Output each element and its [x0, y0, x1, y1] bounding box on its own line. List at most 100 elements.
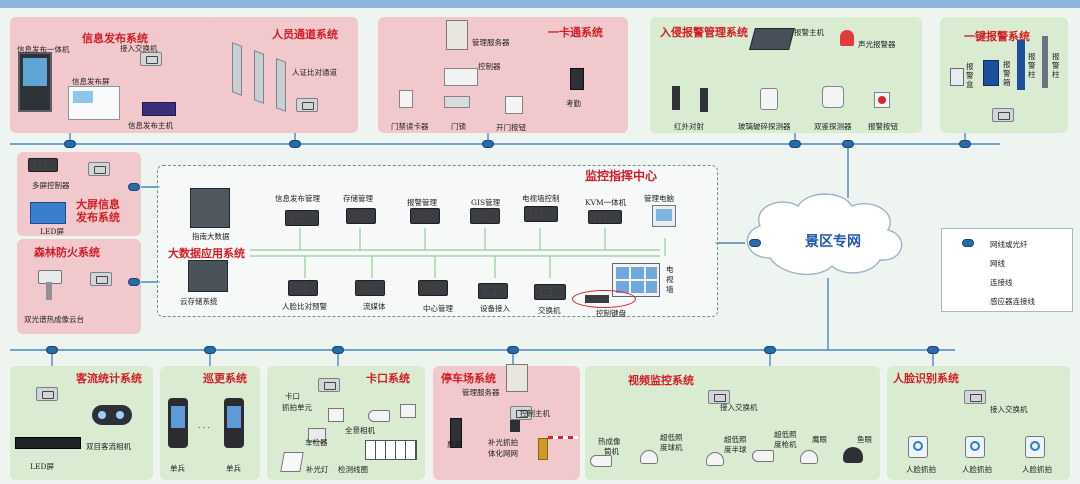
parking-server-label: 管理服务器	[462, 388, 500, 397]
gis-server-icon	[470, 208, 500, 224]
legend-node-icon	[962, 239, 974, 247]
bigdata-system-title: 大数据应用系统	[168, 247, 245, 260]
parking-capture-label-1: 补光抓拍	[488, 438, 518, 447]
streaming-label: 流媒体	[363, 302, 386, 311]
info-kiosk-icon	[18, 52, 52, 112]
alarm-cabinet-icon	[983, 60, 999, 86]
network-node-icon	[789, 140, 801, 148]
cloud-storage-icon	[188, 260, 228, 292]
multi-screen-controller-icon	[28, 158, 58, 172]
lowlight-bullet-label-2: 度枪机	[774, 440, 797, 449]
face-switch-label: 接入交换机	[990, 405, 1028, 414]
alarm-cabinet-label: 报警箱	[1003, 60, 1011, 87]
device-access-server-icon	[478, 283, 508, 299]
fisheye-camera-icon	[843, 447, 863, 463]
face-camera-icon	[1025, 436, 1045, 458]
patrol-handheld-icon	[224, 398, 244, 448]
gate-post-icon	[276, 58, 286, 112]
led-screen-icon	[30, 202, 66, 224]
glass-break-detector-icon	[760, 88, 778, 110]
video-switch-icon	[708, 390, 730, 404]
face-camera-icon	[908, 436, 928, 458]
network-node-icon	[764, 346, 776, 354]
info-screen-icon	[68, 86, 120, 120]
card-reader-icon	[399, 90, 413, 108]
patrol-handheld-icon	[168, 398, 188, 448]
big-screen-title-1: 大屏信息	[76, 198, 120, 211]
big-screen-title-2: 发布系统	[76, 211, 120, 224]
management-pc-icon	[652, 205, 676, 227]
tv-wall-label: 电视墙	[666, 265, 674, 294]
face-camera-icon	[965, 436, 985, 458]
storage-server-icon	[346, 208, 376, 224]
panorama-camera-icon	[368, 410, 390, 422]
video-surveillance-system-box	[585, 366, 880, 480]
card-lock-label: 门锁	[451, 122, 466, 131]
alarm-button-label: 报警按钮	[868, 122, 898, 131]
bigdata-label: 指南大数据	[192, 232, 230, 241]
vehicle-detector-icon	[308, 428, 326, 442]
barrier-gate-icon	[538, 438, 548, 460]
big-screen-switch-icon	[88, 162, 110, 176]
checkpoint-camera-icon	[400, 404, 416, 418]
checkpoint-unit-label-1: 卡口	[285, 392, 300, 401]
lowlight-speed-dome-icon	[640, 450, 658, 464]
patrol-soldier-1-label: 单兵	[170, 464, 185, 473]
passenger-title: 客流统计系统	[76, 372, 142, 385]
core-switch-icon	[534, 284, 566, 300]
barrier-arm-icon	[548, 436, 578, 439]
patrol-title: 巡更系统	[203, 372, 247, 385]
multi-screen-controller-label: 多屏控制器	[32, 181, 70, 190]
detection-coil-label: 检测线圈	[338, 465, 368, 474]
center-mgmt-label: 中心管理	[423, 304, 453, 313]
personnel-gate-label: 人证比对通道	[292, 68, 337, 77]
ticket-box-label: 票箱	[447, 440, 462, 449]
binocular-camera-label: 双目客流相机	[86, 442, 131, 451]
control-keyboard-icon	[585, 295, 609, 303]
network-node-icon	[959, 140, 971, 148]
lowlight-bullet-label-1: 超低照	[774, 430, 797, 439]
passenger-flow-system-box	[10, 366, 153, 480]
alarm-host-icon	[749, 28, 795, 50]
info-access-switch-icon	[140, 52, 162, 66]
streaming-server-icon	[355, 280, 385, 296]
binocular-camera-icon	[92, 405, 132, 425]
siren-icon	[840, 30, 854, 46]
legend-item-cable: 网线	[990, 259, 1005, 268]
parking-title: 停车场系统	[441, 372, 496, 385]
alarm-box-label: 报警盒	[966, 62, 974, 89]
info-publish-server-icon	[285, 210, 319, 226]
network-node-icon	[128, 183, 140, 191]
kvm-icon	[588, 210, 622, 224]
panorama-camera-label: 全景相机	[345, 426, 375, 435]
face-capture-2-label: 人脸抓拍	[962, 465, 992, 474]
info-host-label: 信息发布主机	[128, 121, 173, 130]
infrared-label: 红外对射	[674, 122, 704, 131]
center-mgmt-server-icon	[418, 280, 448, 296]
face-alert-label: 人脸比对预警	[282, 302, 327, 311]
tv-wall-control-label: 电视墙控制	[522, 194, 560, 203]
detection-coil-icon	[365, 440, 417, 460]
checkpoint-title: 卡口系统	[366, 372, 410, 385]
card-title: 一卡通系统	[548, 26, 603, 39]
patrol-soldier-2-label: 单兵	[226, 464, 241, 473]
alarm-pillar-label: 报警柱	[1028, 52, 1036, 79]
alarm-box-icon	[950, 68, 964, 86]
network-node-icon	[289, 140, 301, 148]
card-controller-icon	[444, 68, 478, 86]
lowlight-minidome-label-1: 超低照	[724, 435, 747, 444]
card-server-label: 管理服务器	[472, 38, 510, 47]
info-publish-title: 信息发布系统	[82, 32, 148, 45]
video-title: 视频监控系统	[628, 374, 694, 387]
alarm-button-icon	[874, 92, 890, 108]
lowlight-dome-label-1: 超低照	[660, 433, 683, 442]
face-recognition-system-box	[887, 366, 1070, 480]
info-host-icon	[142, 102, 176, 116]
alarm-pillar-icon	[1017, 40, 1025, 90]
alarm-pillar-icon	[1042, 36, 1048, 88]
thermal-bullet-camera-icon	[590, 455, 612, 467]
legend-item-fiber: 网线或光纤	[990, 240, 1028, 249]
big-screen-led-label: LED屏	[40, 227, 64, 236]
fill-light-label: 补光灯	[306, 465, 329, 474]
card-controller-label: 控制器	[478, 62, 501, 71]
